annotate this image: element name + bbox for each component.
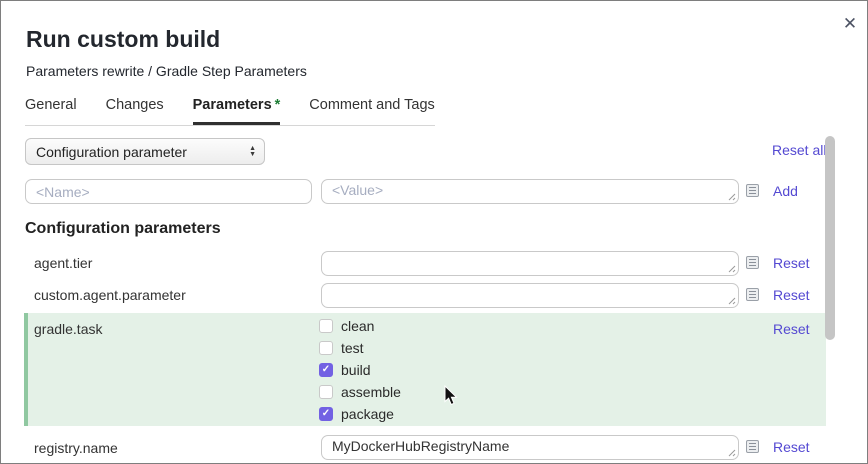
- reset-link-registry-name[interactable]: Reset: [773, 439, 810, 455]
- tab-general[interactable]: General: [25, 97, 77, 113]
- reset-all-link[interactable]: Reset all: [772, 142, 827, 158]
- param-value-field: [321, 283, 739, 308]
- param-value-field: [321, 251, 739, 276]
- checkbox-label: build: [341, 362, 371, 378]
- param-value-input-custom-agent-parameter[interactable]: [321, 283, 739, 308]
- checkbox-label: test: [341, 340, 364, 356]
- raw-value-editor-icon[interactable]: [746, 184, 759, 197]
- tab-parameters[interactable]: Parameters*: [192, 97, 281, 125]
- vertical-scrollbar-thumb[interactable]: [825, 136, 835, 340]
- tab-bar: General Changes Parameters* Comment and …: [25, 97, 435, 126]
- new-parameter-value-field: [321, 179, 739, 204]
- param-name-custom-agent-parameter: custom.agent.parameter: [34, 287, 186, 303]
- param-value-input-registry-name[interactable]: MyDockerHubRegistryName: [321, 435, 739, 460]
- checkbox-test[interactable]: test: [319, 340, 401, 356]
- checkbox-label: clean: [341, 318, 375, 334]
- tab-parameters-label: Parameters: [192, 97, 272, 113]
- required-marker: *: [274, 97, 281, 113]
- gradle-task-checkbox-group: clean test ✓ build assemble ✓ package: [319, 318, 401, 422]
- checkbox-label: package: [341, 406, 394, 422]
- param-value-input-agent-tier[interactable]: [321, 251, 739, 276]
- checkbox-assemble[interactable]: assemble: [319, 384, 401, 400]
- checkbox-package[interactable]: ✓ package: [319, 406, 401, 422]
- section-heading: Configuration parameters: [25, 220, 221, 237]
- param-name-registry-name: registry.name: [34, 440, 118, 456]
- param-value-field: MyDockerHubRegistryName: [321, 435, 739, 460]
- raw-value-editor-icon[interactable]: [746, 440, 759, 453]
- reset-link-gradle-task[interactable]: Reset: [773, 321, 810, 337]
- dialog-title: Run custom build: [26, 26, 221, 52]
- highlighted-parameter-row: [24, 313, 826, 426]
- reset-link-custom-agent-parameter[interactable]: Reset: [773, 287, 810, 303]
- checkbox-build[interactable]: ✓ build: [319, 362, 401, 378]
- raw-value-editor-icon[interactable]: [746, 288, 759, 301]
- checkbox-checked-icon[interactable]: ✓: [319, 407, 333, 421]
- param-name-agent-tier: agent.tier: [34, 255, 93, 271]
- breadcrumb: Parameters rewrite / Gradle Step Paramet…: [26, 63, 307, 79]
- new-parameter-value-input[interactable]: [321, 179, 739, 204]
- checkbox-checked-icon[interactable]: ✓: [319, 363, 333, 377]
- checkbox-clean[interactable]: clean: [319, 318, 401, 334]
- tab-comment-and-tags[interactable]: Comment and Tags: [309, 97, 435, 113]
- reset-link-agent-tier[interactable]: Reset: [773, 255, 810, 271]
- close-icon[interactable]: ✕: [842, 14, 858, 33]
- new-parameter-name-input[interactable]: [25, 179, 312, 204]
- checkbox-icon[interactable]: [319, 385, 333, 399]
- select-arrows-icon: ▲▼: [249, 144, 256, 158]
- tab-changes[interactable]: Changes: [105, 97, 164, 113]
- checkbox-icon[interactable]: [319, 319, 333, 333]
- add-parameter-button[interactable]: Add: [773, 183, 798, 199]
- checkbox-label: assemble: [341, 384, 401, 400]
- checkbox-icon[interactable]: [319, 341, 333, 355]
- param-name-gradle-task: gradle.task: [34, 321, 103, 337]
- parameter-kind-value: Configuration parameter: [36, 143, 187, 160]
- parameter-kind-select[interactable]: Configuration parameter ▲▼: [25, 138, 265, 165]
- raw-value-editor-icon[interactable]: [746, 256, 759, 269]
